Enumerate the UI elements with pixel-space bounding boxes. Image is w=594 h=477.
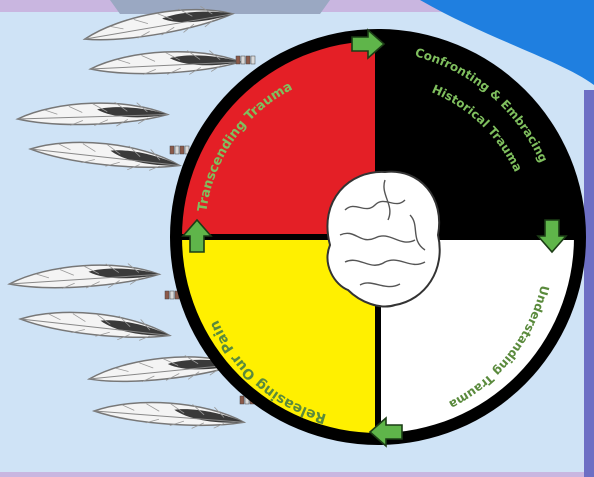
brain-icon	[327, 172, 439, 307]
medicine-wheel: Transcending Trauma Confronting & Embrac…	[170, 29, 586, 446]
right-edge-bar	[584, 90, 594, 477]
